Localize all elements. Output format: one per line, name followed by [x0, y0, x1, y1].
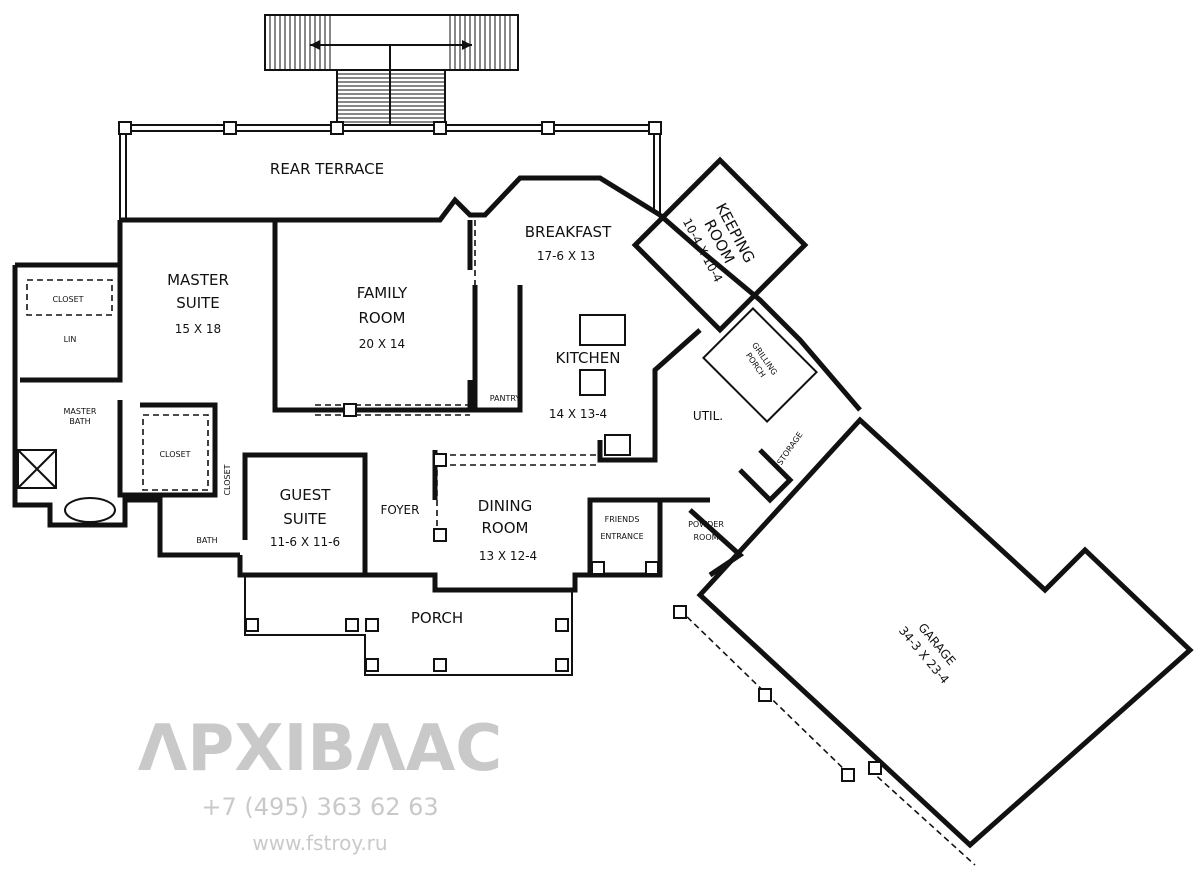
friends-entrance-label: FRIENDS	[605, 515, 640, 524]
rear-deck	[264, 14, 519, 126]
column-post	[433, 528, 447, 542]
guest-suite-label: GUEST	[280, 486, 332, 504]
garage	[696, 416, 1194, 849]
foyer-label: FOYER	[381, 503, 420, 517]
column-post	[673, 605, 687, 619]
bath-label: BATH	[196, 536, 217, 545]
storage-label: STORAGE	[775, 430, 804, 466]
closet-label: CLOSET	[159, 450, 190, 459]
master-suite-label: MASTER	[167, 271, 229, 289]
pantry-label: PANTRY	[490, 394, 521, 403]
watermark: ΛΡΧΙΒΛΑС +7 (495) 363 62 63 www.fstroy.r…	[138, 712, 502, 855]
column-post	[758, 688, 772, 702]
column-post	[365, 618, 379, 632]
master-bath-label: MASTER	[64, 407, 97, 416]
rear-terrace-label: REAR TERRACE	[270, 160, 384, 178]
column-post	[118, 121, 132, 135]
guest-suite-dim: 11-6 X 11-6	[270, 535, 340, 549]
breakfast-label: BREAKFAST	[525, 223, 612, 241]
column-post	[841, 768, 855, 782]
column-post	[433, 658, 447, 672]
master-suite-label: SUITE	[176, 294, 220, 312]
kitchen-label: KITCHEN	[556, 349, 621, 367]
watermark-phone: +7 (495) 363 62 63	[201, 793, 438, 821]
column-post	[365, 658, 379, 672]
dining-room-label: DINING	[478, 497, 532, 515]
column-post	[541, 121, 555, 135]
column-post	[555, 658, 569, 672]
guest-suite-label: SUITE	[283, 510, 327, 528]
watermark-logo: ΛΡΧΙΒΛΑС	[138, 712, 502, 786]
dining-room-dim: 13 X 12-4	[479, 549, 537, 563]
friends-entrance-label: ENTRANCE	[600, 532, 643, 541]
powder-room-label: POWDER	[688, 520, 724, 529]
family-room-label: ROOM	[359, 309, 406, 327]
garage-door-line	[869, 769, 976, 866]
column-post	[645, 561, 659, 575]
column-post	[555, 618, 569, 632]
family-room-label: FAMILY	[357, 284, 408, 302]
rear-terrace	[119, 124, 661, 220]
breakfast-dim: 17-6 X 13	[537, 249, 595, 263]
column-post	[245, 618, 259, 632]
column-post	[345, 618, 359, 632]
column-post	[343, 403, 357, 417]
room-labels: REAR TERRACE MASTER SUITE 15 X 18 CLOSET…	[52, 160, 958, 687]
grilling-porch	[702, 307, 818, 423]
master-suite-dim: 15 X 18	[175, 322, 221, 336]
column-post	[648, 121, 662, 135]
column-post	[330, 121, 344, 135]
linen-label: LIN	[64, 335, 77, 344]
column-post	[433, 121, 447, 135]
master-bath-label: BATH	[69, 417, 90, 426]
column-post	[868, 761, 882, 775]
column-post	[223, 121, 237, 135]
column-post	[433, 453, 447, 467]
util-label: UTIL.	[693, 409, 723, 423]
powder-room-label: ROOM	[693, 533, 718, 542]
watermark-url: www.fstroy.ru	[252, 831, 387, 855]
closet-label: CLOSET	[52, 295, 83, 304]
walls	[12, 175, 862, 593]
dining-room-label: ROOM	[482, 519, 529, 537]
column-post	[591, 561, 605, 575]
posts	[118, 121, 882, 782]
keeping-room	[631, 156, 809, 334]
kitchen-dim: 14 X 13-4	[549, 407, 607, 421]
family-room-dim: 20 X 14	[359, 337, 405, 351]
porch-label: PORCH	[411, 609, 463, 627]
closet-label: CLOSET	[223, 464, 232, 495]
